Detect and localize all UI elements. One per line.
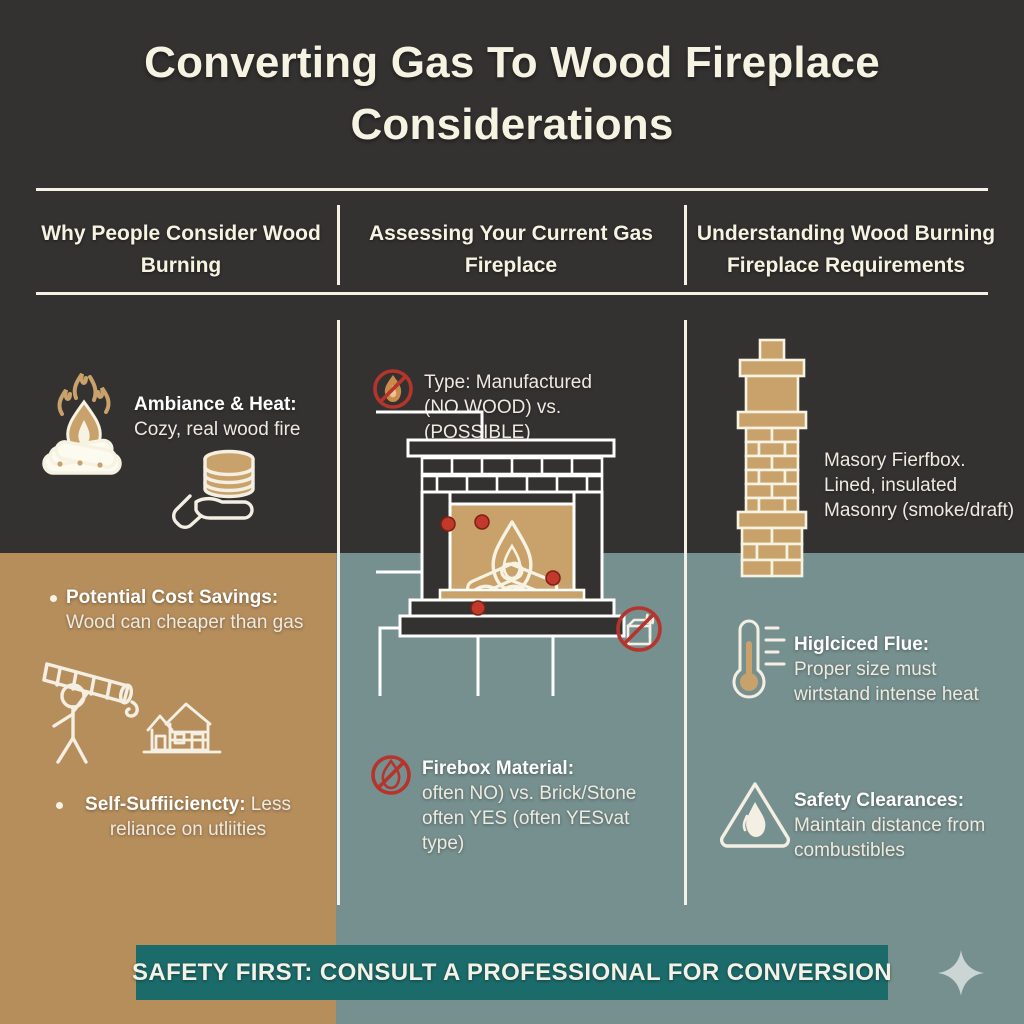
flammable-warning-triangle-icon	[716, 776, 794, 848]
item-type-line3: (POSSIBLE)	[424, 422, 531, 444]
divider-bottom	[36, 292, 988, 295]
item-self-label: Self-Suffiiciencty:	[85, 794, 246, 815]
item-cost-body: Wood can cheaper than gas	[66, 612, 304, 634]
item-flue-line2: Proper size must	[794, 659, 937, 681]
item-masonry-line3: Masonry (smoke/draft)	[824, 500, 1015, 522]
header-divider-1	[337, 205, 340, 285]
item-firebox-label: Firebox Material:	[422, 758, 575, 779]
bullet-self-sufficiency	[56, 802, 63, 809]
item-flue-line3: wirtstand intense heat	[794, 684, 979, 706]
column-divider-2	[684, 320, 687, 905]
item-ambiance-label: Ambiance & Heat:	[134, 394, 297, 415]
no-burn-firebox-icon	[608, 598, 670, 660]
masonry-chimney-icon	[718, 338, 826, 590]
column-heading-assess: Assessing Your Current Gas Fireplace	[369, 222, 653, 277]
item-type-label: Type: Manufactured	[424, 372, 592, 393]
safety-banner: SAFETY FIRST: CONSULT A PROFESSIONAL FOR…	[132, 945, 892, 1000]
column-divider-1	[337, 320, 340, 905]
item-safety-clearances: Safety Clearances: Maintain distance fro…	[794, 788, 1006, 863]
item-masonry-line1: Masory Fierfbox.	[824, 450, 966, 471]
item-clearance-line3: combustibles	[794, 840, 905, 862]
no-fire-icon	[370, 366, 416, 412]
header-divider-2	[684, 205, 687, 285]
hand-holding-coins-icon	[166, 440, 276, 530]
safety-banner-text: SAFETY FIRST: CONSULT A PROFESSIONAL FOR…	[132, 958, 893, 986]
item-fireplace-type: Type: Manufactured (NO WOOD) vs. (POSSIB…	[424, 370, 664, 445]
page-title: Converting Gas To Wood Fireplace Conside…	[144, 38, 880, 150]
no-fire-icon-firebox	[368, 752, 414, 798]
item-ambiance-body: Cozy, real wood fire	[134, 419, 301, 441]
thermometer-icon	[718, 618, 788, 702]
item-flue: Higlciced Flue: Proper size must wirtsta…	[794, 632, 1010, 707]
item-masonry-line2: Lined, insulated	[824, 475, 958, 497]
item-cost-savings: Potential Cost Savings: Wood can cheaper…	[66, 585, 316, 635]
person-carrying-log-icon	[36, 652, 156, 764]
item-clearance-line2: Maintain distance from	[794, 815, 986, 837]
divider-top	[36, 188, 988, 191]
item-flue-label: Higlciced Flue:	[794, 634, 930, 655]
item-firebox-line2: often NO) vs. Brick/Stone	[422, 783, 637, 805]
column-heading-requirements: Understanding Wood Burning Fireplace Req…	[696, 222, 996, 277]
column-heading-why: Why People Consider Wood Burning	[41, 222, 321, 277]
fireplace-diagram-icon	[370, 400, 690, 700]
item-clearance-label: Safety Clearances:	[794, 790, 965, 811]
item-firebox-line3: often YES (often YESvat type)	[422, 808, 630, 855]
item-cost-label: Potential Cost Savings:	[66, 587, 279, 608]
sparkle-icon	[936, 948, 986, 998]
item-self-sufficiency: Self-Suffiiciencty: Less reliance on utl…	[72, 792, 304, 842]
cabin-house-icon	[140, 690, 224, 758]
item-self-body: Less reliance on utliities	[109, 794, 291, 841]
item-ambiance: Ambiance & Heat: Cozy, real wood fire	[134, 392, 324, 442]
bullet-cost	[50, 595, 57, 602]
item-firebox-material: Firebox Material: often NO) vs. Brick/St…	[422, 756, 674, 856]
item-masonry-firebox: Masory Fierfbox. Lined, insulated Masonr…	[824, 448, 1024, 523]
campfire-icon	[36, 368, 132, 488]
